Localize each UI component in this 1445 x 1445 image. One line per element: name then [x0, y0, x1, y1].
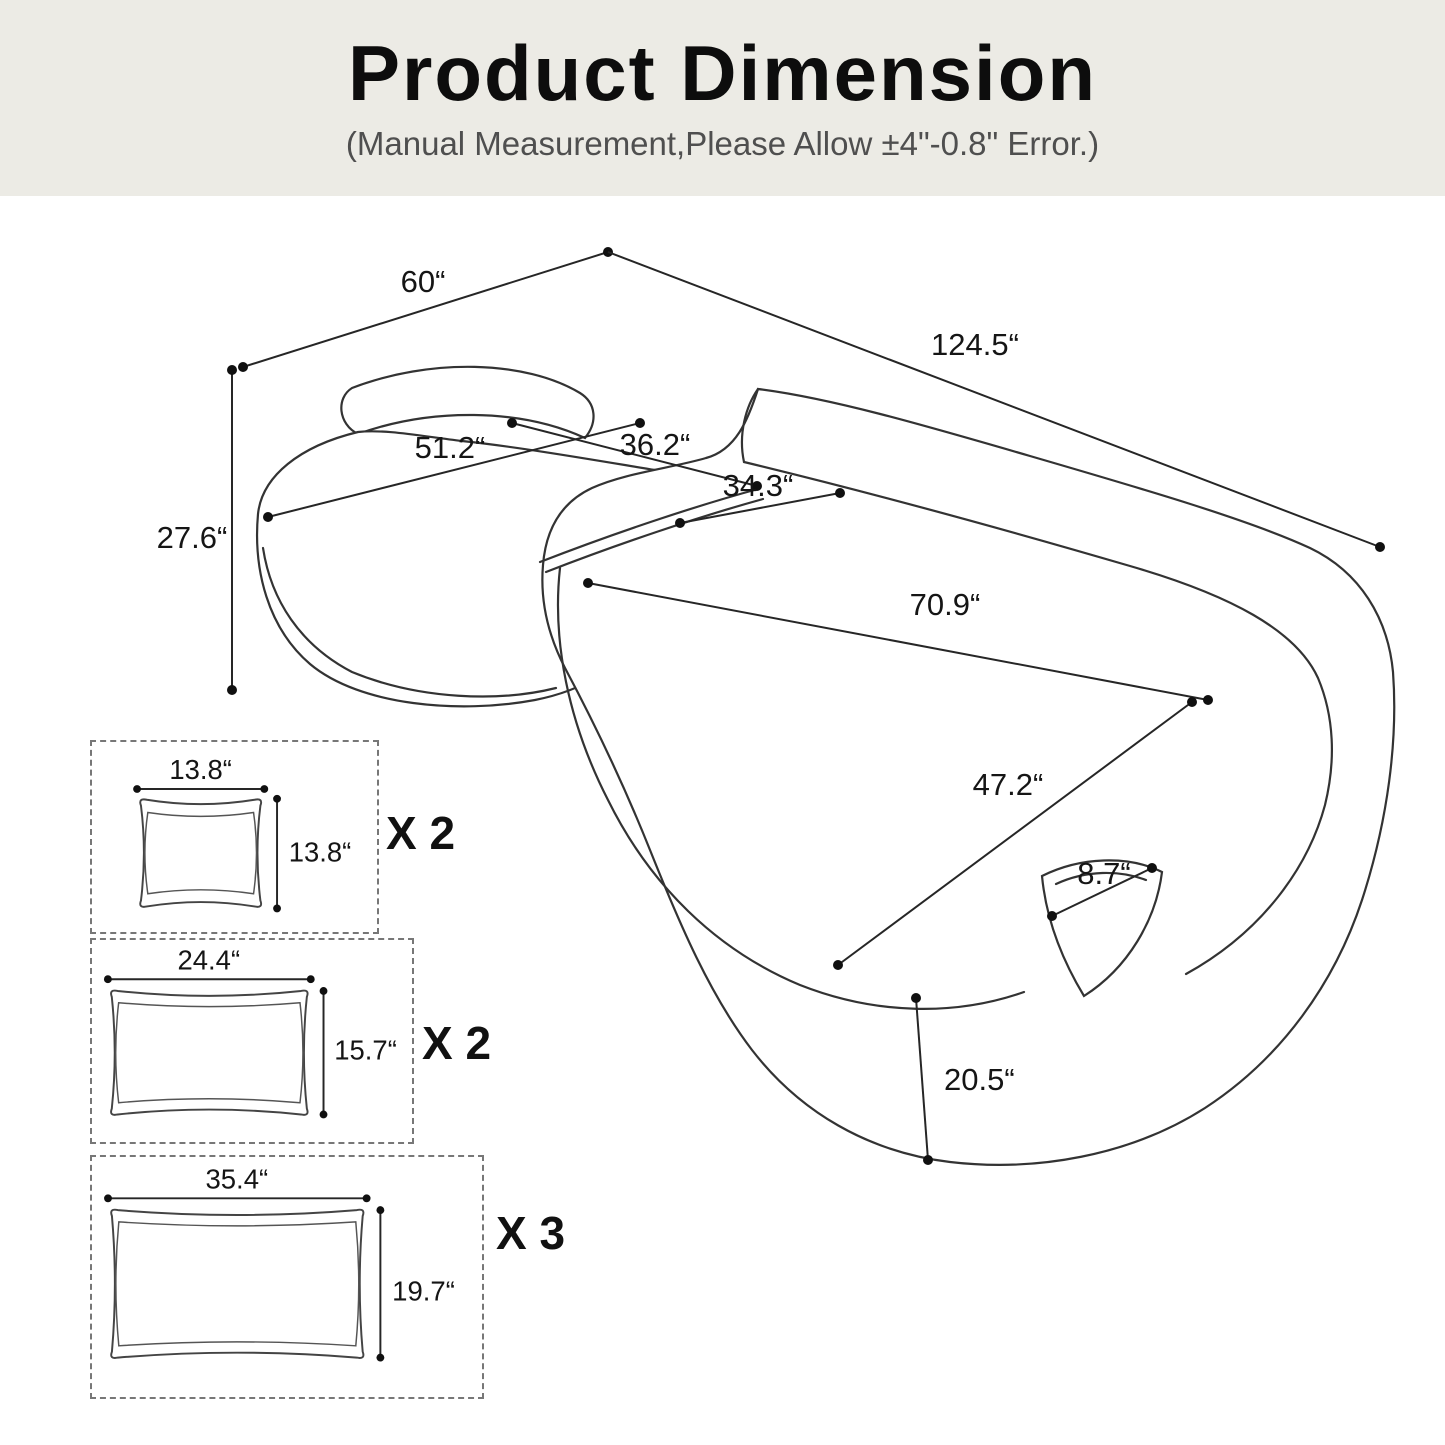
- dim-line-124-5: [607, 251, 1381, 548]
- pillow-medium-count: X 2: [422, 1017, 492, 1069]
- dim-label-47-2: 47.2“: [973, 767, 1044, 802]
- dim-label-70-9: 70.9“: [910, 587, 981, 622]
- pillow-small-width-label: 13.8“: [169, 754, 231, 785]
- sofa-armrest: [1040, 859, 1164, 998]
- dimension-47-2: 47.2“: [833, 697, 1197, 970]
- dimension-34-3: 34.3“: [675, 468, 845, 528]
- dim-endpoint-dot: [752, 481, 762, 491]
- sofa-junction-seam-lower: [544, 497, 765, 574]
- dim-endpoint-dot: [273, 794, 281, 803]
- dim-line-70-9: [587, 582, 1209, 701]
- pillow-large-width-label: 35.4“: [205, 1163, 268, 1194]
- dim-endpoint-dot: [583, 578, 593, 588]
- pillow-small-height-label: 13.8“: [289, 836, 351, 867]
- page-title: Product Dimension: [347, 29, 1098, 117]
- sofa-right-outer: [541, 387, 1396, 1166]
- pillow-medium-width-label: 24.4“: [178, 944, 241, 975]
- dim-endpoint-dot: [1147, 863, 1157, 873]
- sofa-right-back-inner-line: [742, 460, 1334, 976]
- dim-endpoint-dot: [227, 685, 237, 695]
- dimension-70-9: 70.9“: [583, 578, 1213, 705]
- sofa-left-seat-inner-line: [261, 546, 558, 698]
- dim-line-47-2: [837, 701, 1193, 966]
- dim-endpoint-dot: [319, 987, 328, 995]
- dim-line-36-2: [511, 422, 758, 487]
- dimension-20-5: 20.5“: [911, 993, 1015, 1165]
- pillow-medium-svg: 24.4“ 15.7“: [103, 944, 397, 1119]
- pillow-small-inner-line: [144, 811, 258, 895]
- pillow-diagram-small: 13.8“ 13.8“: [90, 740, 379, 934]
- dim-endpoint-dot: [104, 1194, 112, 1203]
- dim-endpoint-dot: [923, 1155, 933, 1165]
- sofa-right-back-cap-line: [740, 387, 760, 464]
- dim-endpoint-dot: [238, 362, 248, 372]
- dim-endpoint-dot: [263, 512, 273, 522]
- dim-line-34-3: [679, 492, 841, 524]
- dimension-27-6: 27.6“: [157, 365, 237, 695]
- dimension-36-2: 36.2“: [507, 418, 762, 491]
- dim-endpoint-dot: [376, 1353, 385, 1362]
- dim-endpoint-dot: [635, 418, 645, 428]
- dim-endpoint-dot: [833, 960, 843, 970]
- dim-endpoint-dot: [260, 785, 269, 793]
- sofa-junction-seam-upper: [538, 487, 760, 564]
- dim-line-60: [242, 251, 609, 368]
- dim-endpoint-dot: [362, 1194, 371, 1203]
- pillow-small-shape: [139, 798, 263, 908]
- dim-label-60: 60“: [401, 264, 446, 299]
- pillow-large-inner-line: [115, 1221, 360, 1347]
- dim-endpoint-dot: [103, 975, 112, 984]
- dim-label-20-5: 20.5“: [944, 1062, 1015, 1097]
- dim-label-34-3: 34.3“: [723, 468, 794, 503]
- dim-endpoint-dot: [1047, 911, 1057, 921]
- dim-endpoint-dot: [675, 518, 685, 528]
- dimension-8-7: 8.7“: [1047, 856, 1157, 921]
- pillow-large-svg: 35.4“ 19.7“: [104, 1163, 455, 1362]
- page-subtitle: (Manual Measurement,Please Allow ±4"-0.8…: [345, 125, 1100, 162]
- dim-endpoint-dot: [227, 365, 237, 375]
- sofa-armrest-inner-line: [1054, 871, 1148, 886]
- pillow-large-shape: [110, 1208, 365, 1359]
- dimension-51-2: 51.2“: [263, 418, 645, 522]
- dim-label-8-7: 8.7“: [1077, 856, 1130, 891]
- pillow-medium-inner-line: [115, 1001, 304, 1104]
- dim-endpoint-dot: [911, 993, 921, 1003]
- dim-endpoint-dot: [306, 975, 315, 984]
- dim-endpoint-dot: [835, 488, 845, 498]
- header: Product Dimension (Manual Measurement,Pl…: [0, 0, 1445, 196]
- dim-endpoint-dot: [376, 1206, 385, 1215]
- dimension-lines: 60“ 124.5“ 27.6“ 51.2“: [157, 247, 1385, 1165]
- dim-endpoint-dot: [1187, 697, 1197, 707]
- dim-line-8-7: [1051, 867, 1153, 917]
- dim-line-51-2: [267, 422, 641, 518]
- dim-label-51-2: 51.2“: [415, 430, 486, 465]
- dim-label-36-2: 36.2“: [620, 427, 691, 462]
- pillow-large-height-label: 19.7“: [392, 1276, 455, 1307]
- dim-endpoint-dot: [507, 418, 517, 428]
- pillow-medium-height-label: 15.7“: [334, 1035, 397, 1066]
- pillow-medium-shape: [110, 989, 309, 1116]
- sofa-outline: [256, 365, 1396, 1166]
- sofa-left-back: [340, 365, 595, 440]
- pillow-diagram-medium: 24.4“ 15.7“: [90, 938, 414, 1144]
- sofa-right-seat-inner-line: [556, 566, 1026, 1010]
- dim-line-20-5: [915, 997, 929, 1161]
- pillow-small-svg: 13.8“ 13.8“: [133, 754, 351, 913]
- dimension-60: 60“: [238, 247, 613, 372]
- dim-endpoint-dot: [1203, 695, 1213, 705]
- pillow-large-count: X 3: [496, 1207, 566, 1259]
- dim-endpoint-dot: [1375, 542, 1385, 552]
- dim-label-124-5: 124.5“: [931, 327, 1019, 362]
- dimension-124-5: 124.5“: [607, 251, 1385, 552]
- pillow-small-count: X 2: [386, 807, 456, 859]
- pillow-diagram-large: 35.4“ 19.7“: [90, 1155, 484, 1399]
- dim-endpoint-dot: [273, 904, 281, 913]
- dim-label-27-6: 27.6“: [157, 520, 228, 555]
- dim-endpoint-dot: [133, 785, 141, 793]
- dim-endpoint-dot: [319, 1110, 328, 1119]
